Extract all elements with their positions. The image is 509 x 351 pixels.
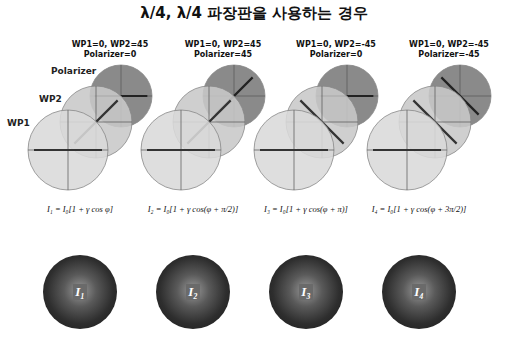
- waveplate-stack: [254, 65, 378, 190]
- waveplate-stack: [28, 65, 152, 190]
- setting-label: Polarizer=45: [194, 50, 252, 59]
- interferogram-circle: I₄: [382, 255, 456, 329]
- setting-label: Polarizer=0: [310, 50, 362, 59]
- setting-label: Polarizer=0: [84, 50, 136, 59]
- part-name: Polarizer: [50, 66, 97, 76]
- waveplate-stack: [141, 65, 265, 190]
- waveplate-stack: [367, 65, 491, 190]
- intensity-formula: I₂ = I₀[1 + γ cos(φ + π/2)]: [148, 204, 238, 214]
- setting-label: WP1=0, WP2=-45: [296, 40, 376, 49]
- intensity-formula: I₃ = I₀[1 + γ cos(φ + π)]: [264, 204, 348, 214]
- setting-label: WP1=0, WP2=45: [72, 40, 148, 49]
- intensity-formula: I₁ = I₀[1 + γ cos φ]: [47, 204, 113, 214]
- setting-label: WP1=0, WP2=-45: [409, 40, 489, 49]
- intensity-name: I₃: [299, 284, 313, 300]
- page-title: λ/4, λ/4 파장판을 사용하는 경우: [140, 4, 367, 23]
- setting-label: Polarizer=-45: [418, 50, 479, 59]
- setting-label: WP1=0, WP2=45: [185, 40, 261, 49]
- interferogram-circle: I₂: [156, 255, 230, 329]
- intensity-name: I₄: [412, 284, 426, 300]
- interferogram-circle: I₁: [43, 255, 117, 329]
- intensity-formula: I₄ = I₀[1 + γ cos(φ + 3π/2)]: [372, 204, 467, 214]
- interferogram-circle: I₃: [269, 255, 343, 329]
- part-name: WP1: [6, 118, 31, 128]
- part-name: WP2: [38, 94, 63, 104]
- intensity-name: I₁: [73, 284, 87, 300]
- intensity-name: I₂: [186, 284, 200, 300]
